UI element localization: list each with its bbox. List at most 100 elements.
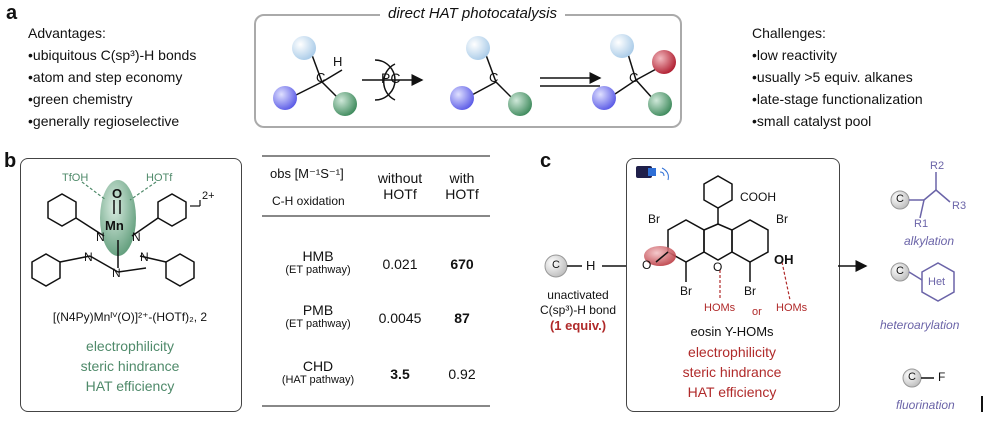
- table-row: CHD (HAT pathway): [268, 358, 368, 386]
- challenge-item: late-stage functionalization: [752, 88, 923, 110]
- alkylation-product: [890, 172, 951, 219]
- oh-label: OH: [774, 252, 794, 267]
- reaction-arrows: [540, 72, 602, 87]
- c-product-label: C: [629, 70, 639, 85]
- advantages-title: Advantages:: [28, 25, 106, 41]
- row-value-with: 87: [454, 310, 470, 326]
- eosin-box: [626, 158, 840, 412]
- pc-label: PC: [381, 70, 401, 86]
- substrate-description: unactivated C(sp³)-H bond (1 equiv.): [530, 288, 626, 333]
- product-molecule: [592, 34, 676, 116]
- table-row: PMB (ET pathway): [268, 302, 368, 330]
- row-value-without: 0.021: [382, 256, 418, 272]
- challenge-item: low reactivity: [752, 44, 923, 66]
- row-value-with: 670: [450, 256, 474, 272]
- property-item: steric hindrance: [80, 358, 180, 374]
- fluorination-label: fluorination: [896, 398, 955, 412]
- eosin-name: eosin Y-HOMs: [690, 324, 774, 339]
- challenges-title: Challenges:: [752, 25, 826, 41]
- homs-label-1: HOMs: [704, 302, 736, 314]
- tfoh-label: TfOH: [62, 172, 89, 184]
- br-label-top-right: Br: [776, 212, 788, 226]
- advantages-list: Advantages: ubiquitous C(sp³)-H bonds at…: [28, 22, 196, 132]
- r3-label: R3: [952, 200, 967, 212]
- oxo-label: O: [112, 186, 123, 201]
- pc-cycle: [362, 59, 424, 101]
- property-item: electrophilicity: [86, 338, 174, 354]
- substrate-equiv: (1 equiv.): [549, 318, 607, 333]
- advantage-item: generally regioselective: [28, 110, 196, 132]
- hotf-label: HOTf: [146, 172, 173, 184]
- n-label-left: N: [96, 230, 105, 244]
- het-c-label: C: [896, 265, 904, 277]
- table-header-sub: C-H oxidation: [272, 194, 345, 208]
- het-label: Het: [928, 276, 946, 288]
- c-label: C: [316, 70, 326, 85]
- mn-complex-structure: [31, 180, 201, 287]
- row-name: HMB: [302, 248, 334, 264]
- property-item: HAT efficiency: [85, 378, 175, 394]
- ring-o-label: O: [713, 260, 723, 274]
- keto-o-label: O: [642, 258, 652, 272]
- panel-label-c: c: [540, 150, 552, 172]
- heteroarylation-label: heteroarylation: [880, 318, 960, 332]
- advantage-item: ubiquitous C(sp³)-H bonds: [28, 44, 196, 66]
- br-label-bottom-right: Br: [744, 284, 756, 298]
- row-name: CHD: [302, 358, 334, 374]
- box-title: direct HAT photocatalysis: [380, 5, 565, 22]
- fluoro-c-label: C: [908, 371, 916, 383]
- row-name: PMB: [302, 302, 334, 318]
- heteroarylation-product: [890, 262, 955, 302]
- n-label-lower-left: N: [84, 250, 93, 264]
- charge-label: 2+: [202, 190, 215, 202]
- mn-label: Mn: [105, 218, 124, 233]
- radical-molecule: [450, 36, 532, 116]
- substrate-c-label: C: [552, 259, 560, 271]
- property-item: steric hindrance: [682, 364, 782, 380]
- advantage-item: green chemistry: [28, 88, 196, 110]
- br-label-bottom-left: Br: [680, 284, 692, 298]
- challenges-list: Challenges: low reactivity usually >5 eq…: [752, 22, 923, 132]
- row-value-without: 0.0045: [378, 310, 422, 326]
- n-label-right: N: [132, 230, 141, 244]
- n-label-lower-right: N: [140, 250, 149, 264]
- ch-substrate: [544, 254, 626, 278]
- property-item: electrophilicity: [688, 344, 776, 360]
- homs-label-2: HOMs: [776, 302, 808, 314]
- h-label: H: [333, 54, 343, 69]
- col-header-with: with HOTf: [445, 170, 479, 202]
- panel-label-b: b: [4, 150, 17, 172]
- challenge-item: small catalyst pool: [752, 110, 923, 132]
- eosin-properties: electrophilicity steric hindrance HAT ef…: [626, 342, 838, 402]
- complex-name: [(N4Py)Mnᴵⱽ(O)]²⁺-(HOTf)₂, 2: [52, 310, 208, 324]
- table-row: HMB (ET pathway): [268, 248, 368, 276]
- mn-properties: electrophilicity steric hindrance HAT ef…: [20, 336, 240, 396]
- eosin-structure: [636, 166, 791, 301]
- br-label-top-left: Br: [648, 212, 660, 226]
- panel-label-a: a: [6, 2, 18, 24]
- n-label-amine: N: [112, 266, 121, 280]
- alkylation-label: alkylation: [904, 234, 955, 248]
- substrate-h-label: H: [586, 258, 596, 273]
- c-radical-label: C: [489, 70, 499, 85]
- advantage-item: atom and step economy: [28, 66, 196, 88]
- property-item: HAT efficiency: [687, 384, 777, 400]
- substrate-molecule: [273, 36, 357, 116]
- col-header-without: without HOTf: [377, 170, 423, 202]
- challenge-item: usually >5 equiv. alkanes: [752, 66, 923, 88]
- alkyl-c-label: C: [896, 193, 904, 205]
- row-value-without: 3.5: [390, 366, 410, 382]
- substrate-line: unactivated: [547, 288, 609, 302]
- f-label: F: [938, 370, 946, 384]
- table-header-rate: obs [M⁻¹S⁻¹]: [270, 166, 344, 181]
- row-path: (ET pathway): [285, 318, 351, 330]
- or-label: or: [752, 306, 762, 318]
- cooh-label: COOH: [740, 190, 776, 204]
- row-path: (ET pathway): [285, 264, 351, 276]
- r2-label: R2: [930, 160, 945, 172]
- substrate-line: C(sp³)-H bond: [539, 303, 617, 317]
- row-value-with: 0.92: [448, 366, 476, 382]
- fluorination-product: [902, 368, 934, 388]
- r1-label: R1: [914, 218, 929, 230]
